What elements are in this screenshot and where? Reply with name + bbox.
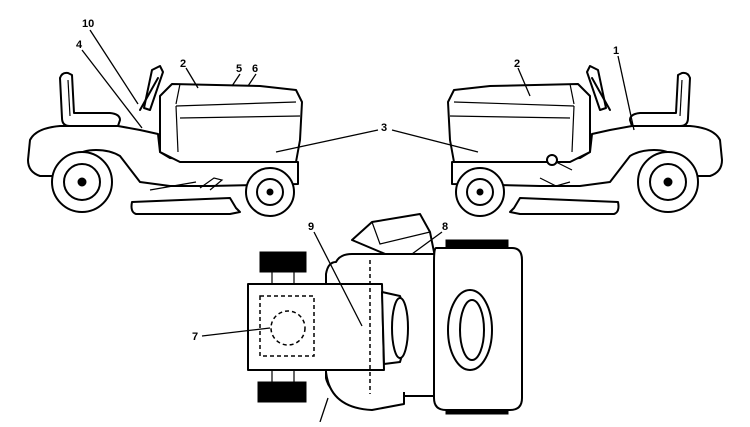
top-view-dashed-decal-area <box>259 295 315 357</box>
top-view-rear-tire-top <box>259 251 307 273</box>
right-mower-deck <box>509 197 620 215</box>
tractor-right-side-view <box>447 65 723 217</box>
callout-6: 6 <box>252 63 258 75</box>
top-view-seat-area <box>247 283 385 371</box>
right-tractor-seat <box>629 71 691 127</box>
callout-2-left: 2 <box>180 58 186 70</box>
leader-lines <box>81 29 635 423</box>
left-tractor-seat <box>59 71 121 127</box>
callout-4: 4 <box>76 39 83 51</box>
left-tractor-hood <box>159 83 303 163</box>
left-mower-deck <box>130 197 241 215</box>
callout-10: 10 <box>82 18 94 30</box>
left-tractor-body <box>27 125 299 187</box>
right-tractor-body <box>451 125 723 187</box>
tractor-top-view <box>247 213 523 415</box>
top-view-rear-tire-bottom <box>257 381 307 403</box>
callout-labels: 10 4 2 5 6 3 2 1 9 8 7 <box>76 18 619 343</box>
callout-3: 3 <box>381 122 387 134</box>
callout-7: 7 <box>192 331 198 343</box>
callout-1: 1 <box>613 45 619 57</box>
callout-9: 9 <box>308 221 314 233</box>
callout-8: 8 <box>442 221 448 233</box>
callout-5: 5 <box>236 63 242 75</box>
tractor-left-side-view <box>27 65 303 217</box>
callout-2-right: 2 <box>514 58 520 70</box>
